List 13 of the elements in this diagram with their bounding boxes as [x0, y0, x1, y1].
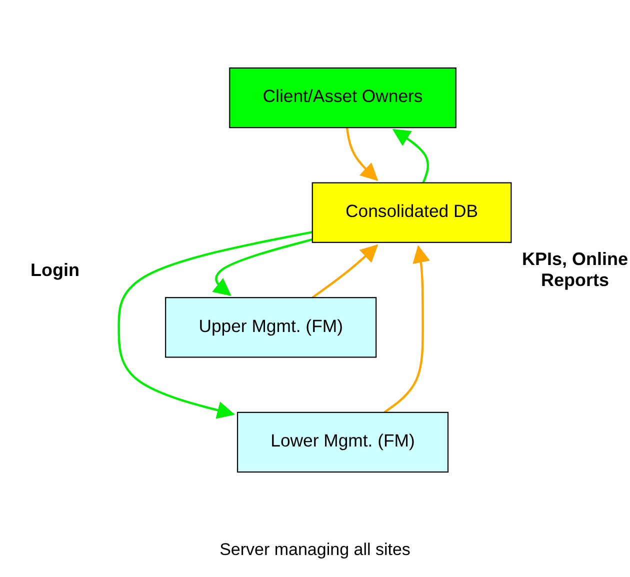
arrow	[312, 244, 378, 298]
arrow	[212, 238, 313, 296]
arrow	[118, 231, 313, 419]
node-box: Client/Asset Owners	[229, 67, 456, 128]
node-box: Consolidated DB	[312, 182, 512, 243]
arrow	[392, 129, 429, 184]
caption-text: Server managing all sites	[218, 540, 412, 560]
group-label: KPIs, Online Reports	[520, 249, 630, 291]
arrow	[346, 127, 378, 181]
group-label: Login	[30, 260, 80, 280]
node-box: Upper Mgmt. (FM)	[165, 297, 377, 358]
node-box: Lower Mgmt. (FM)	[236, 412, 449, 473]
arrow	[384, 245, 430, 414]
